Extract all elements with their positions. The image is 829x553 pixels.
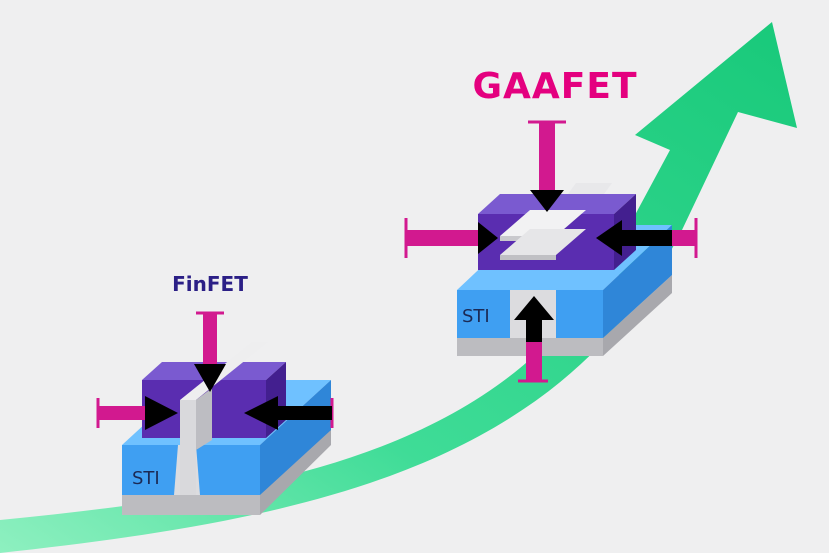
gaafet-title: GAAFET xyxy=(472,66,638,107)
gaafet-nanosheet-bottom xyxy=(500,229,586,255)
finfet-force-arrow-top xyxy=(194,311,226,392)
finfet-fin-top xyxy=(180,342,268,400)
finfet-fin xyxy=(180,400,196,495)
finfet-sti-label: STI xyxy=(132,468,160,489)
finfet-substrate-side xyxy=(260,425,331,515)
gaafet-sti-side xyxy=(603,225,672,338)
gaafet-nanosheet-top xyxy=(500,210,586,236)
finfet-fin-side xyxy=(196,388,212,450)
finfet-substrate-front xyxy=(122,495,260,515)
gaafet-device: STI xyxy=(404,120,698,383)
gaafet-nanosheet-bottom-edge xyxy=(500,255,556,260)
trend-arrow xyxy=(0,22,797,553)
gaafet-force-arrow-right xyxy=(596,218,698,258)
finfet-force-arrow-left xyxy=(96,396,178,430)
gaafet-force-arrow-top xyxy=(528,120,566,212)
gaafet-sti-label: STI xyxy=(462,306,490,327)
gaafet-substrate-side xyxy=(603,275,672,356)
finfet-device: STI xyxy=(96,311,334,515)
gaafet-nanosheet-cap xyxy=(568,183,612,194)
gaafet-force-arrow-left xyxy=(404,218,498,258)
finfet-title: FinFET xyxy=(172,272,248,296)
finfet-force-arrow-right xyxy=(244,396,334,430)
gaafet-gate-top xyxy=(478,194,636,214)
gaafet-force-arrow-bottom xyxy=(514,296,554,383)
